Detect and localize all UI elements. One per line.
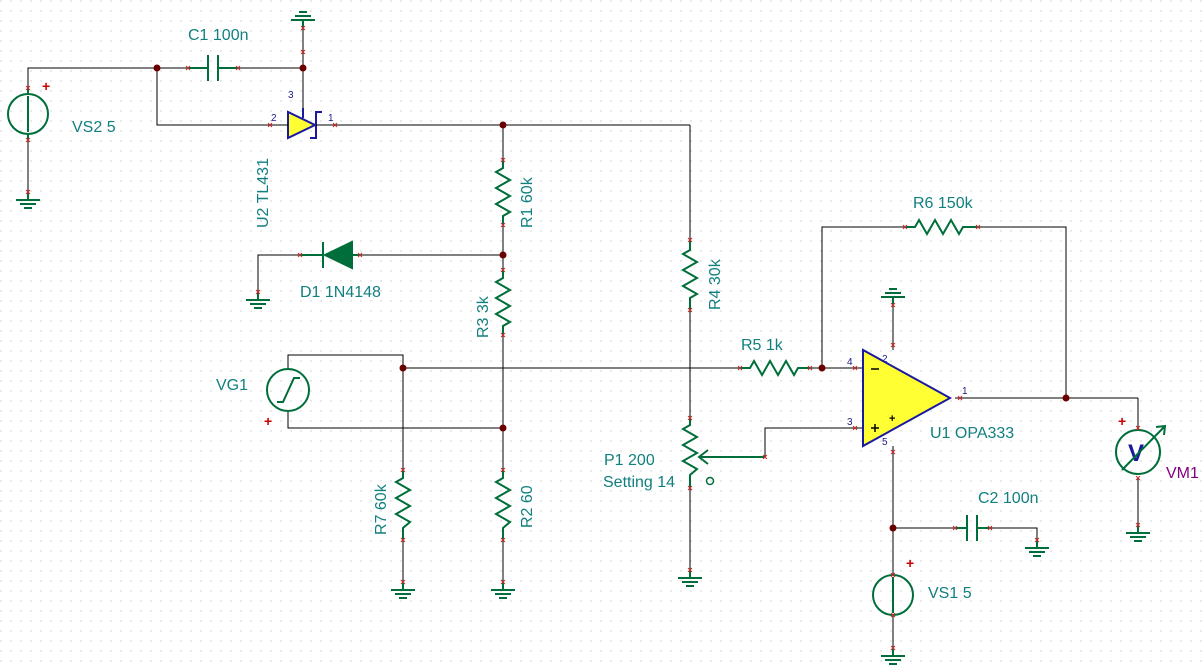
c1-capacitor[interactable] bbox=[188, 55, 238, 81]
vs2-source[interactable]: + bbox=[7, 78, 50, 140]
junctions bbox=[153, 64, 1070, 532]
vm1-label: VM1 bbox=[1166, 465, 1199, 482]
r3-label: R3 3k bbox=[475, 295, 492, 338]
p1-label: P1 200 bbox=[604, 452, 655, 469]
u2-pin-3: 3 bbox=[288, 90, 294, 101]
vm1-symbol: V bbox=[1128, 440, 1144, 467]
c1-label: C1 100n bbox=[188, 27, 249, 44]
d1-label: D1 1N4148 bbox=[300, 284, 381, 301]
vg1-generator[interactable]: + bbox=[264, 368, 310, 429]
u1-pin-2: 2 bbox=[882, 354, 888, 365]
u1-label: U1 OPA333 bbox=[930, 425, 1014, 442]
u2-pin-1: 1 bbox=[328, 113, 334, 124]
vm1-plus-sign: + bbox=[1118, 413, 1126, 429]
vg1-plus-sign: + bbox=[264, 413, 272, 429]
u1-pin-1: 1 bbox=[962, 386, 968, 397]
u2-label: U2 TL431 bbox=[255, 158, 272, 228]
r4-resistor[interactable] bbox=[680, 240, 700, 310]
r6-resistor[interactable] bbox=[905, 217, 978, 237]
u1-opamp[interactable]: + bbox=[855, 348, 953, 448]
u1-pin-5: 5 bbox=[882, 437, 888, 448]
d1-diode[interactable] bbox=[300, 240, 360, 270]
r6-label: R6 150k bbox=[913, 195, 974, 212]
wires bbox=[27, 28, 1139, 648]
r2-resistor[interactable] bbox=[493, 470, 513, 540]
r1-resistor[interactable] bbox=[493, 160, 513, 225]
p1-setting-label: Setting 14 bbox=[603, 474, 675, 491]
vs1-label: VS1 5 bbox=[928, 585, 972, 602]
u2-tl431[interactable] bbox=[270, 108, 335, 140]
vm1-voltmeter[interactable]: V + bbox=[1115, 413, 1167, 475]
r1-label: R1 60k bbox=[519, 176, 536, 228]
vs2-plus-sign: + bbox=[42, 78, 50, 94]
u1-plus-marker: + bbox=[889, 413, 895, 425]
r5-resistor[interactable] bbox=[740, 358, 810, 378]
c2-capacitor[interactable] bbox=[955, 515, 990, 541]
r5-label: R5 1k bbox=[741, 337, 784, 354]
c2-label: C2 100n bbox=[978, 490, 1039, 507]
u1-pin-3: 3 bbox=[847, 417, 853, 428]
r3-resistor[interactable] bbox=[493, 270, 513, 335]
r2-label: R2 60 bbox=[519, 485, 536, 528]
vs2-label: VS2 5 bbox=[72, 119, 116, 136]
vs1-plus-sign: + bbox=[906, 555, 914, 571]
pin-markers bbox=[25, 25, 1141, 651]
r7-label: R7 60k bbox=[373, 483, 390, 535]
u2-pin-2: 2 bbox=[271, 113, 277, 124]
p1-adjust-knob[interactable] bbox=[705, 476, 715, 486]
r7-resistor[interactable] bbox=[393, 470, 413, 540]
vg1-label: VG1 bbox=[216, 377, 248, 394]
p1-potentiometer[interactable] bbox=[680, 418, 765, 488]
r4-label: R4 30k bbox=[707, 258, 724, 310]
u1-pin-4: 4 bbox=[847, 357, 853, 368]
